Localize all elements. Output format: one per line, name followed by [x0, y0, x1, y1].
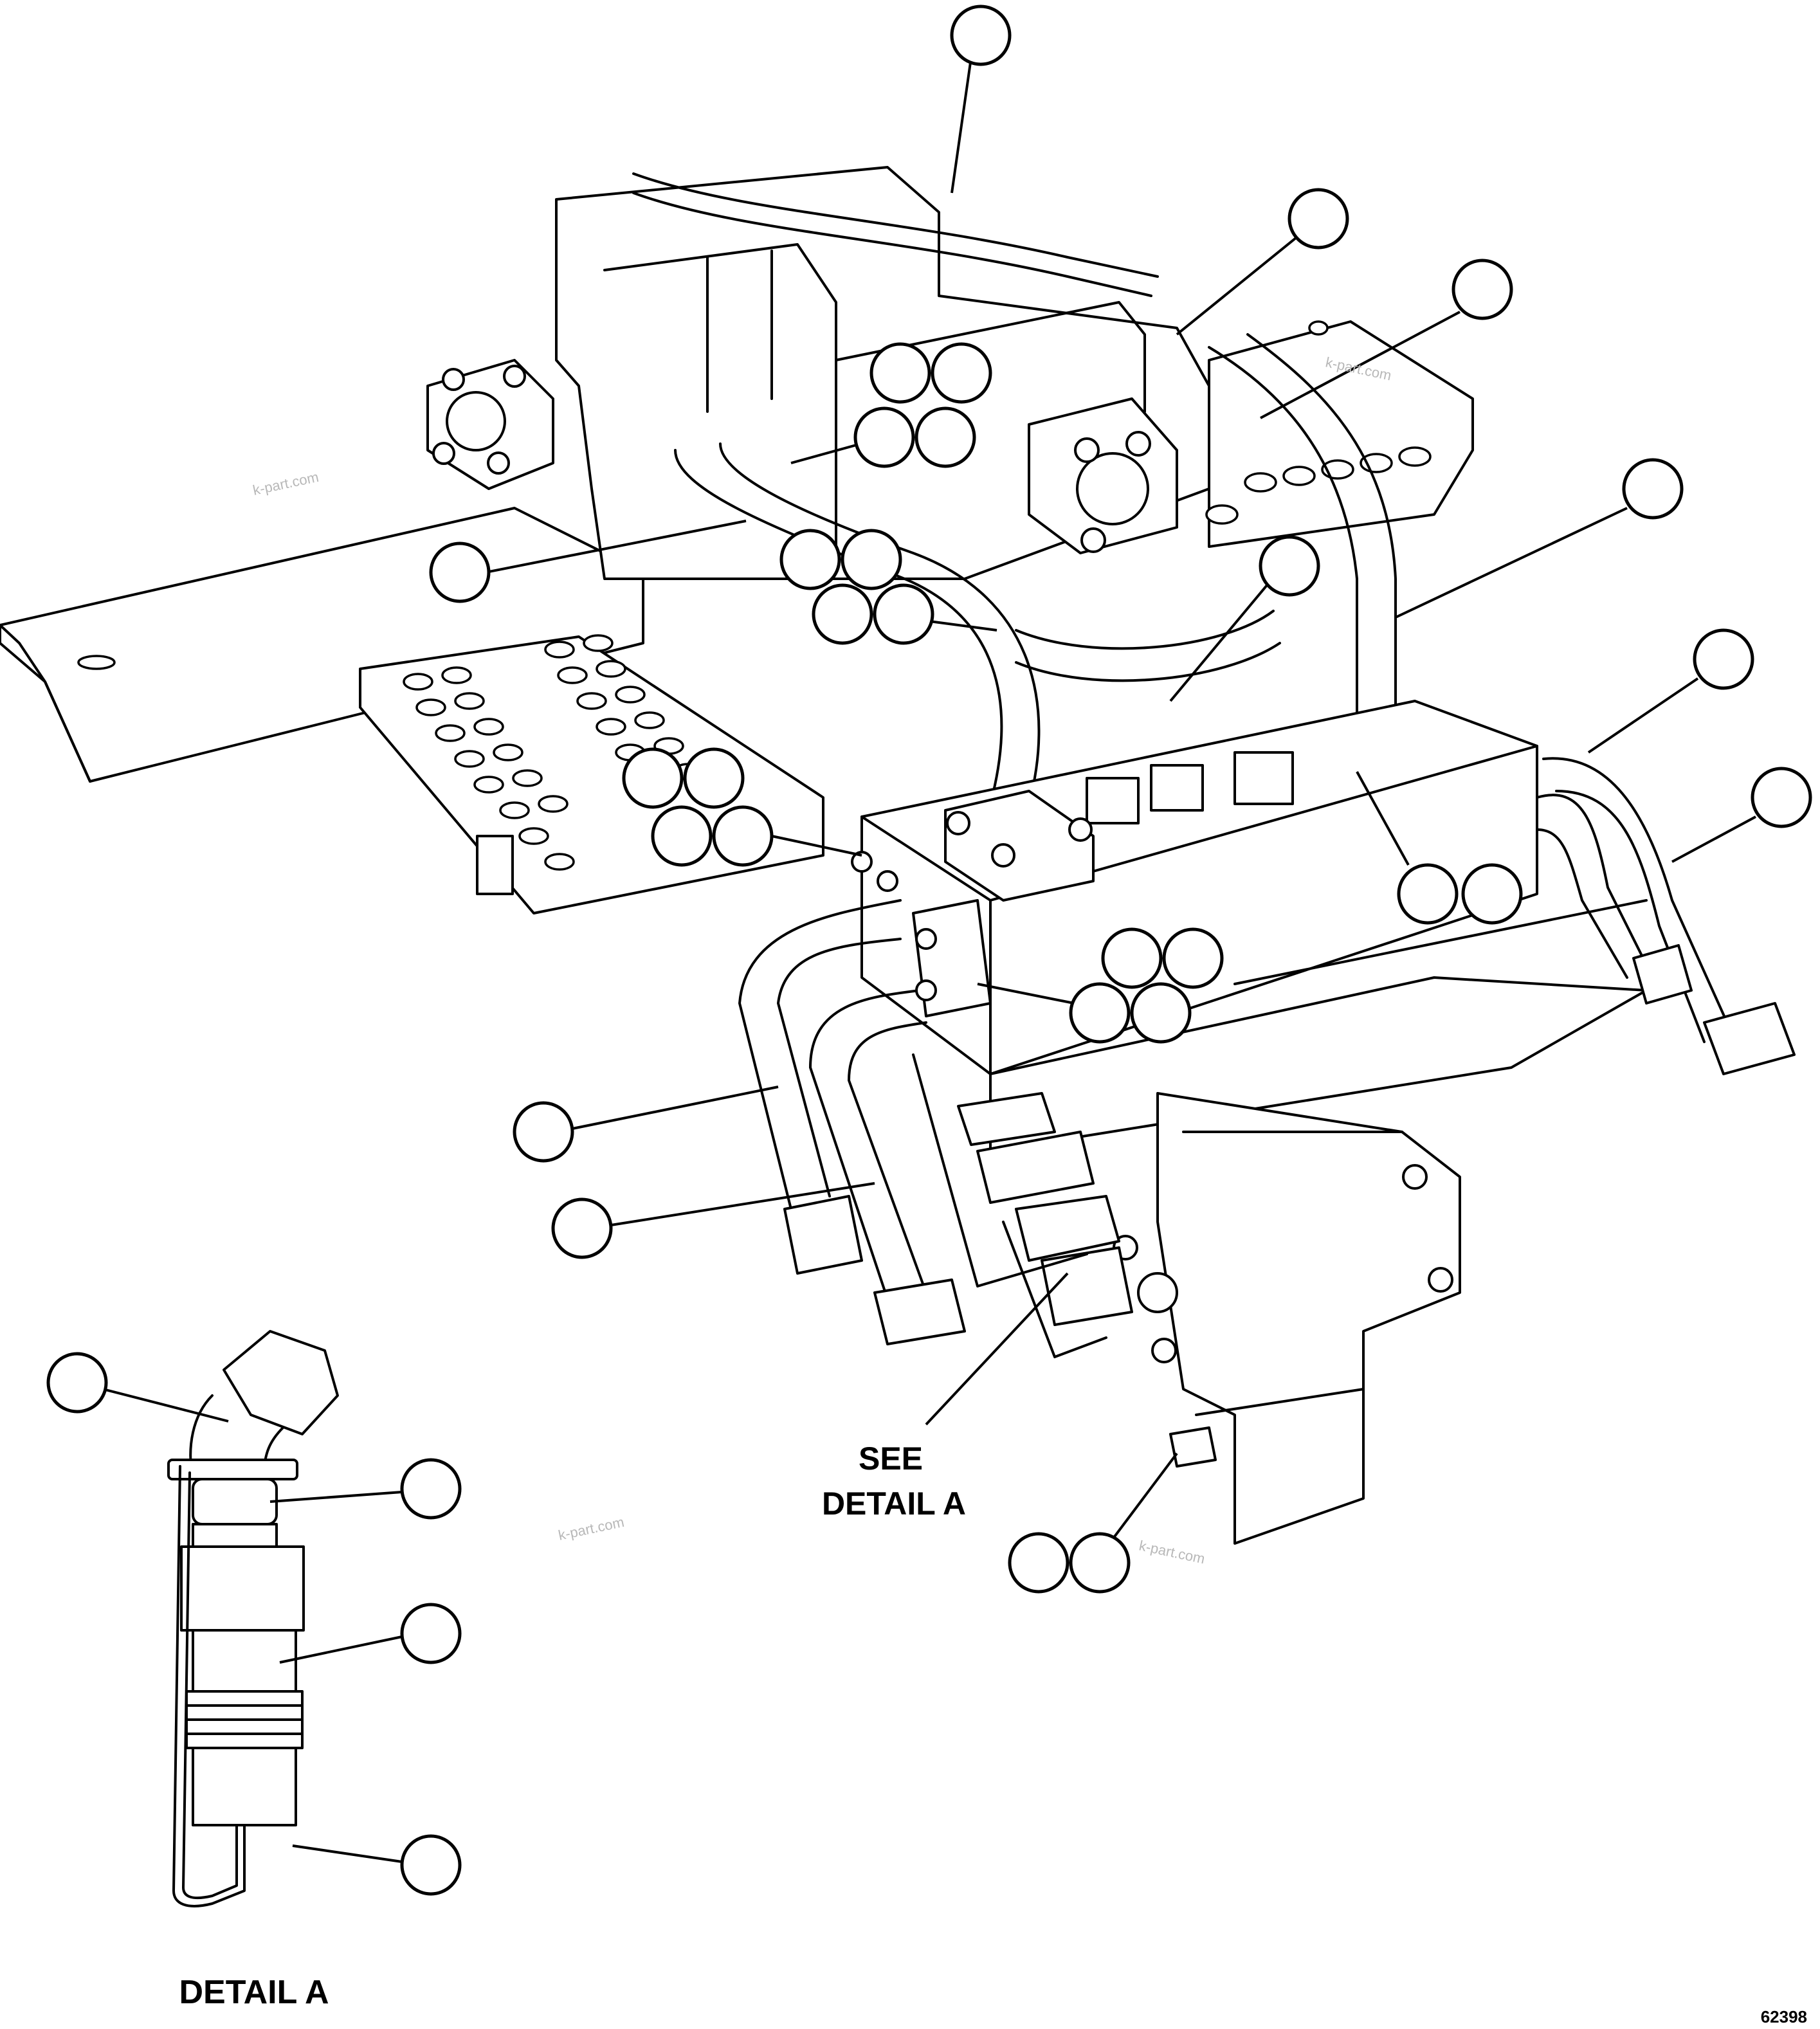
callout-circle [551, 1197, 613, 1259]
callout-circle [400, 1458, 462, 1520]
callout-circle [1288, 188, 1349, 250]
perforated-step [359, 634, 824, 914]
top-hose-edge [632, 192, 1152, 297]
callout-circle [1451, 259, 1513, 320]
callout-circle [1461, 863, 1523, 925]
callout-circle [1693, 628, 1754, 690]
callout-circle [869, 342, 931, 404]
quick-coupler-assembly [912, 1053, 1133, 1358]
watermark-text: k-part.com [251, 469, 320, 498]
detail-a-coupler [167, 1330, 339, 1907]
callout-circle [779, 529, 841, 590]
callout-circle [1069, 1532, 1131, 1594]
callout-circle [651, 805, 713, 867]
right-tubes [1536, 757, 1796, 1075]
callout-circle [513, 1101, 574, 1163]
callout-circle [853, 406, 915, 468]
detail-a-title: DETAIL A [179, 1974, 329, 2011]
callout-circle [812, 583, 873, 645]
see-detail-label-line2: DETAIL A [822, 1486, 966, 1522]
callout-circle [950, 5, 1012, 66]
top-hose [632, 172, 1159, 278]
callout-circle [1069, 982, 1131, 1044]
callouts [46, 5, 1812, 1896]
callout-circle [400, 1834, 462, 1896]
callout-circle [931, 342, 992, 404]
watermark-text: k-part.com [1138, 1537, 1206, 1567]
lower-flanges [851, 790, 1095, 1017]
see-detail-label-line1: SEE [859, 1441, 923, 1477]
callout-circle [1397, 863, 1459, 925]
upper-tubes [674, 333, 1397, 805]
callout-circle [429, 541, 491, 603]
left-lower-tubes [738, 899, 966, 1345]
callout-circle [1101, 927, 1163, 989]
callout-circle [1259, 535, 1320, 597]
watermark-text: k-part.com [557, 1514, 626, 1543]
callout-circle [400, 1603, 462, 1664]
callout-circle [46, 1352, 108, 1414]
callout-circle [841, 529, 902, 590]
callout-circle [915, 406, 976, 468]
lower-valve-body [1113, 1092, 1461, 1545]
callout-circle [1162, 927, 1224, 989]
callout-circle [1622, 458, 1684, 520]
callout-circle [683, 747, 745, 809]
left-flange-fitting [426, 359, 554, 490]
callout-circle [1130, 982, 1192, 1044]
callout-circle [1751, 767, 1812, 828]
drawing-number: 62398 [1761, 2007, 1807, 2026]
callout-circle [712, 805, 774, 867]
callout-circle [622, 747, 684, 809]
rear-mounting-plate [1205, 320, 1474, 548]
callout-circle [1008, 1532, 1069, 1594]
callout-circle [873, 583, 934, 645]
center-flange [1028, 397, 1178, 554]
